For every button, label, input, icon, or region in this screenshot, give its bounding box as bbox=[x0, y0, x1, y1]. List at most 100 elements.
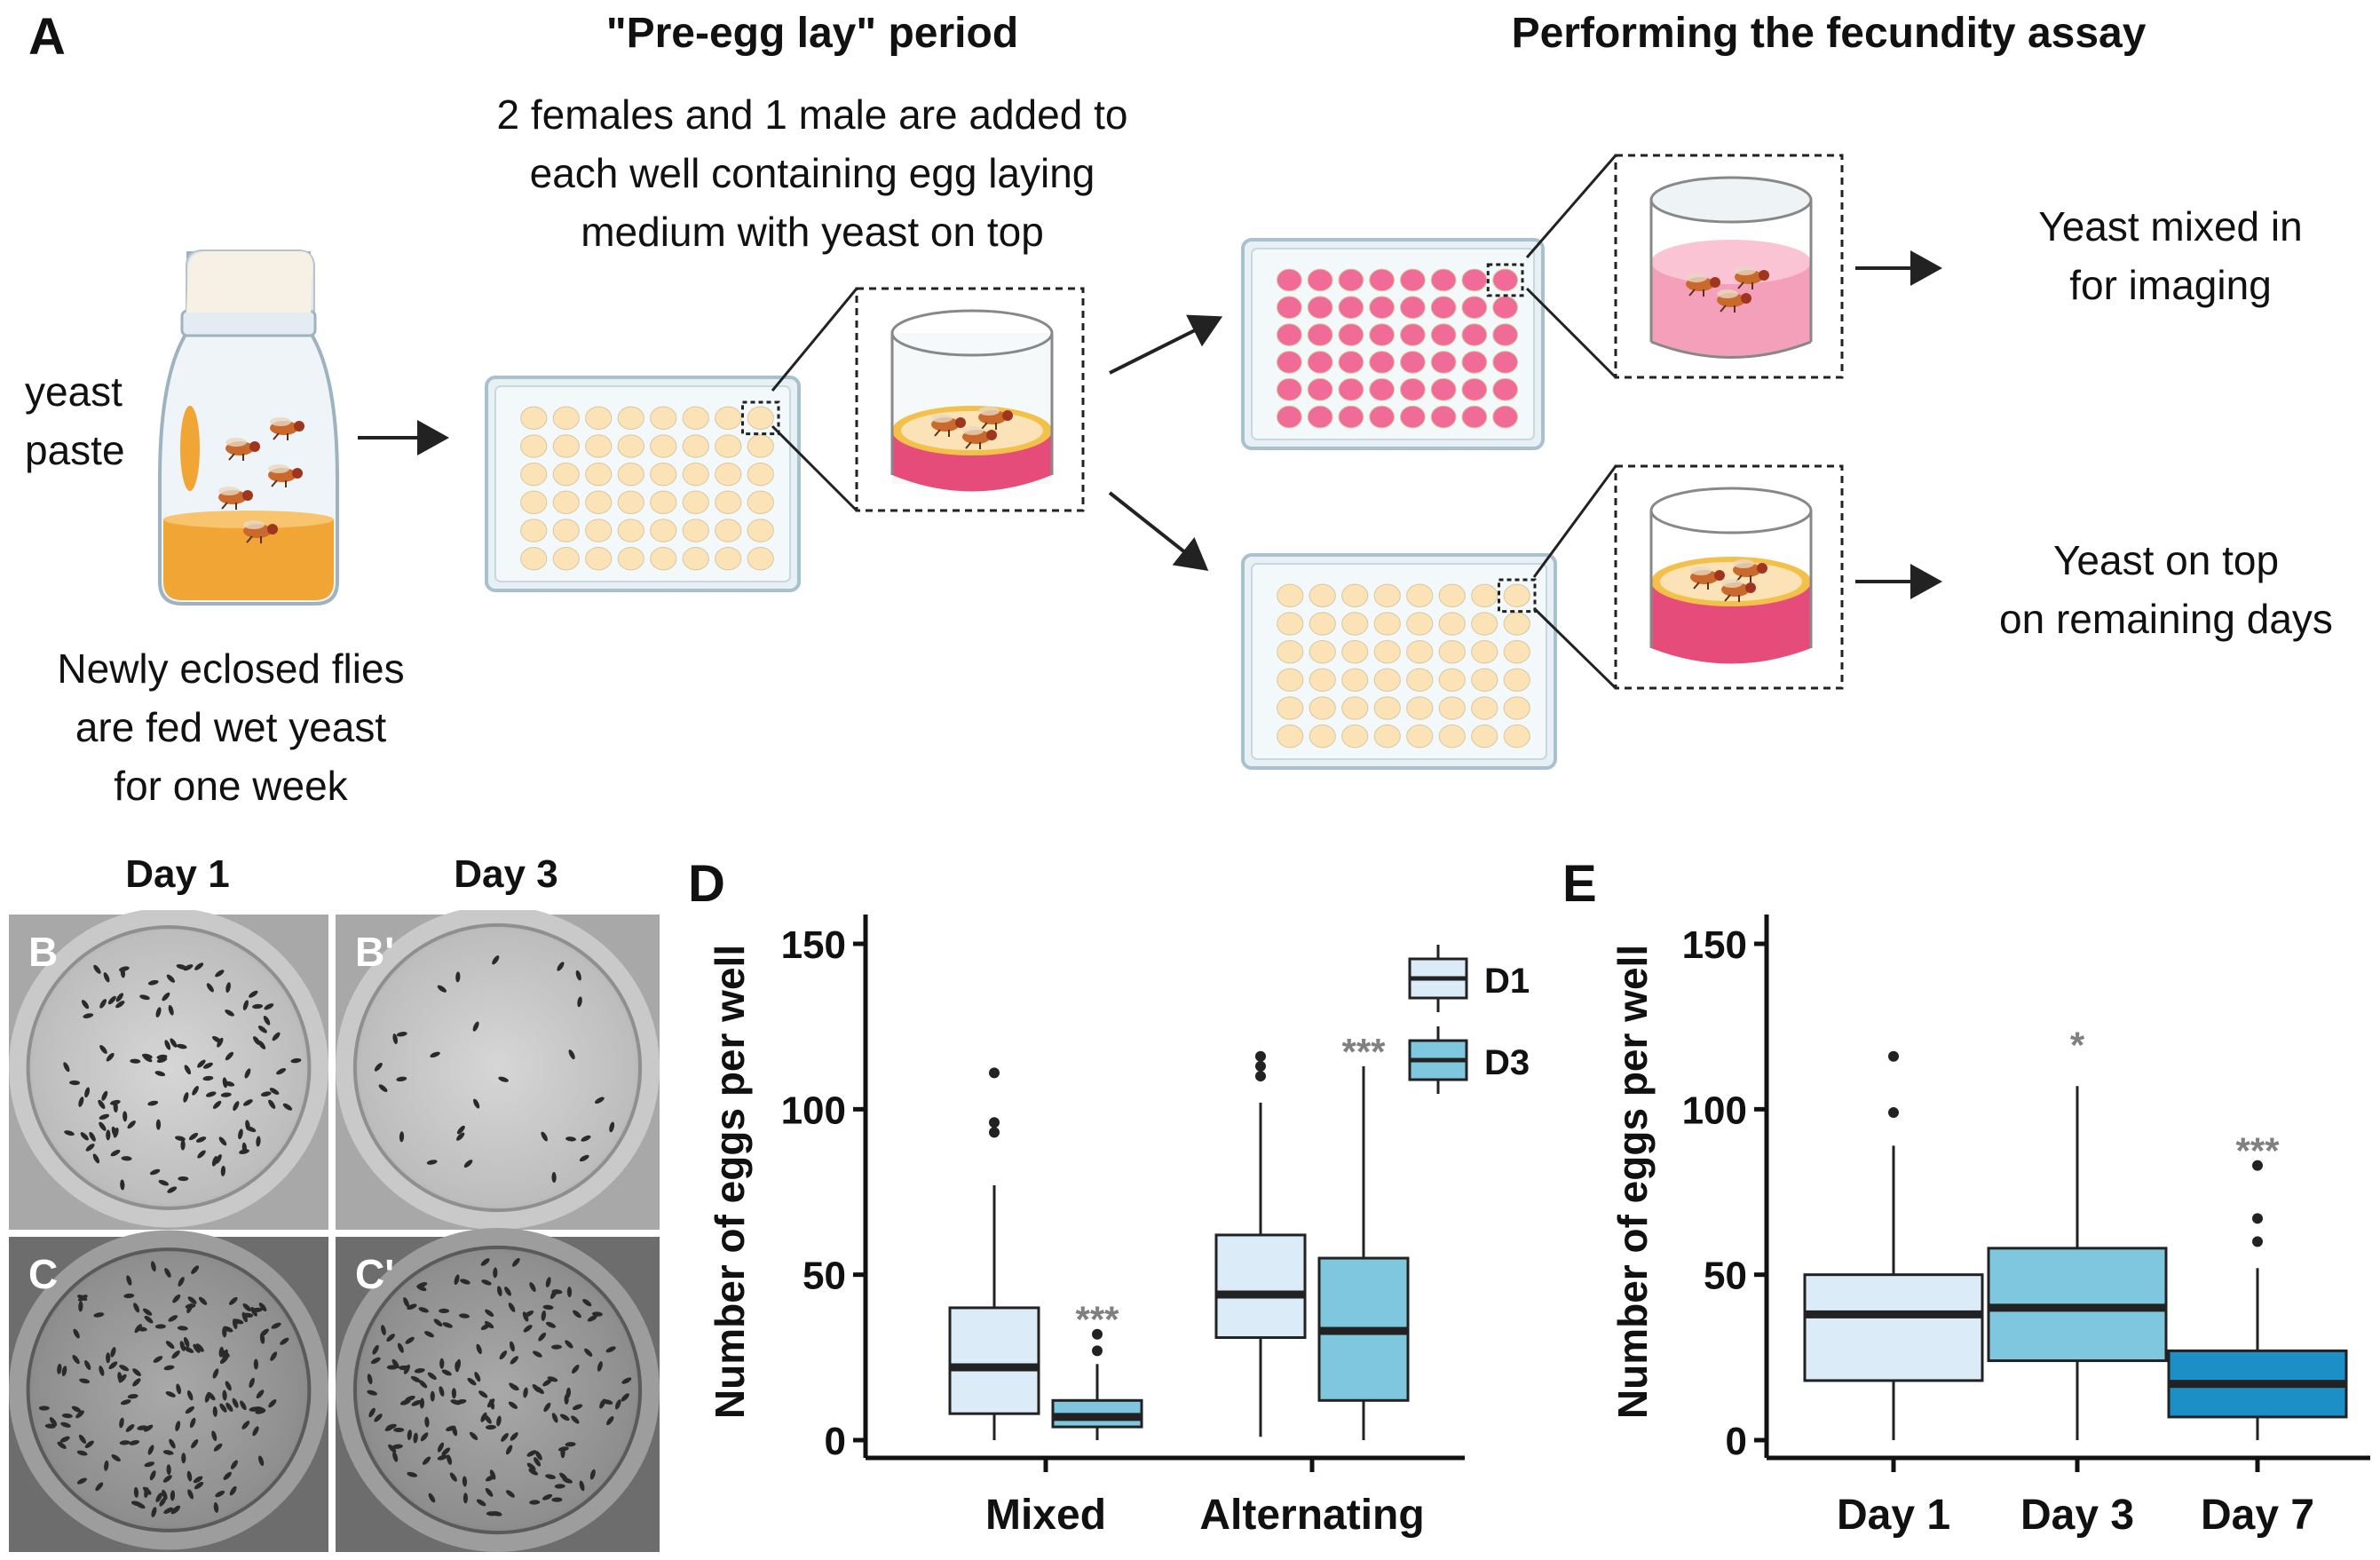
egg bbox=[155, 1007, 162, 1018]
significance-marker-d: *** bbox=[1341, 1031, 1386, 1073]
yeast-top-plate bbox=[1241, 553, 1557, 770]
egg bbox=[405, 1336, 415, 1344]
plate-well bbox=[1406, 583, 1434, 607]
plate-well bbox=[1399, 323, 1426, 346]
y-tick-label: 100 bbox=[1682, 1089, 1747, 1132]
egg bbox=[510, 1432, 518, 1441]
egg bbox=[391, 1358, 399, 1369]
egg bbox=[523, 1325, 533, 1333]
egg bbox=[388, 1444, 397, 1453]
y-tick-label: 50 bbox=[803, 1255, 846, 1298]
plate-highlight-box bbox=[741, 400, 780, 436]
egg bbox=[473, 1098, 480, 1109]
plate-well bbox=[1277, 725, 1304, 748]
egg bbox=[143, 1055, 153, 1063]
egg bbox=[420, 1432, 429, 1442]
egg bbox=[368, 1407, 376, 1418]
egg bbox=[597, 1361, 603, 1372]
zoom-well-pre-icon bbox=[890, 309, 1054, 492]
y-axis-title: Number of eggs per well bbox=[707, 945, 753, 1419]
egg bbox=[268, 1399, 277, 1408]
plate-well bbox=[1341, 640, 1369, 664]
plate-well bbox=[552, 490, 580, 514]
plate-well bbox=[1309, 668, 1336, 692]
egg bbox=[564, 1393, 569, 1405]
egg bbox=[542, 1304, 554, 1311]
plate-well bbox=[650, 406, 677, 431]
egg bbox=[57, 1441, 67, 1449]
egg bbox=[459, 1313, 470, 1318]
egg bbox=[84, 1440, 94, 1449]
plate-well bbox=[552, 434, 580, 458]
plate-well bbox=[1406, 725, 1434, 748]
egg bbox=[418, 1380, 428, 1389]
x-tick-label-d: Alternating bbox=[1199, 1492, 1424, 1539]
plate-well bbox=[552, 463, 580, 487]
egg bbox=[565, 1340, 573, 1349]
plate-well bbox=[1430, 323, 1457, 346]
egg bbox=[529, 1500, 541, 1505]
egg bbox=[571, 1415, 580, 1424]
egg bbox=[119, 1417, 124, 1429]
egg bbox=[111, 1454, 121, 1462]
outlier-point bbox=[1092, 1345, 1103, 1357]
egg bbox=[230, 1460, 238, 1469]
egg bbox=[104, 1460, 109, 1471]
egg bbox=[367, 1374, 373, 1384]
egg bbox=[256, 1390, 265, 1399]
egg bbox=[76, 1450, 88, 1456]
egg bbox=[38, 1406, 50, 1411]
egg bbox=[241, 1142, 247, 1153]
plate-well bbox=[715, 547, 742, 571]
egg bbox=[572, 1404, 583, 1411]
significance-marker-d: *** bbox=[1075, 1299, 1119, 1341]
plate-well bbox=[1276, 351, 1302, 374]
panel-a-illustration bbox=[158, 154, 1942, 770]
plate-well bbox=[1309, 725, 1336, 748]
plate-well bbox=[1492, 405, 1519, 429]
egg bbox=[422, 1456, 431, 1465]
egg bbox=[587, 1315, 597, 1322]
plate-well bbox=[585, 519, 613, 542]
egg bbox=[154, 1324, 166, 1329]
egg bbox=[439, 1308, 450, 1314]
egg bbox=[399, 1399, 411, 1406]
plate-well bbox=[1471, 668, 1498, 692]
egg bbox=[543, 1402, 551, 1413]
plate-well bbox=[1471, 696, 1498, 720]
outlier-point bbox=[1092, 1328, 1103, 1340]
yeast-top-text: Yeast on top on remaining days bbox=[1926, 531, 2380, 648]
plate-well bbox=[650, 434, 677, 458]
egg bbox=[44, 1423, 56, 1429]
egg bbox=[73, 1328, 80, 1339]
plate-well bbox=[1276, 268, 1302, 292]
plate-well bbox=[1438, 612, 1466, 636]
egg bbox=[177, 1326, 188, 1331]
outlier-point bbox=[989, 1117, 1000, 1128]
plate-well bbox=[1341, 725, 1369, 748]
box-e-day-3 bbox=[1987, 1086, 2168, 1440]
egg bbox=[541, 1131, 548, 1142]
egg bbox=[156, 1054, 168, 1060]
box-e-day-1 bbox=[1803, 1050, 1984, 1440]
plate-well bbox=[1503, 725, 1530, 748]
egg bbox=[441, 1369, 452, 1376]
plate-well bbox=[747, 519, 774, 542]
plate-well bbox=[650, 547, 677, 571]
plate-well bbox=[520, 519, 548, 542]
egg bbox=[225, 1051, 233, 1061]
egg bbox=[249, 1377, 255, 1389]
egg bbox=[175, 1136, 186, 1142]
plate-well bbox=[552, 519, 580, 542]
egg bbox=[63, 1062, 70, 1073]
plate-well bbox=[1338, 377, 1364, 401]
plate-well bbox=[1309, 583, 1336, 607]
egg bbox=[551, 1172, 557, 1184]
egg bbox=[220, 1165, 226, 1176]
pre-egg-text-line-2: each well containing egg laying bbox=[529, 150, 1095, 196]
egg bbox=[575, 970, 581, 981]
egg bbox=[581, 1135, 591, 1142]
egg bbox=[474, 1372, 481, 1382]
egg bbox=[215, 1490, 225, 1498]
egg bbox=[223, 1326, 233, 1333]
